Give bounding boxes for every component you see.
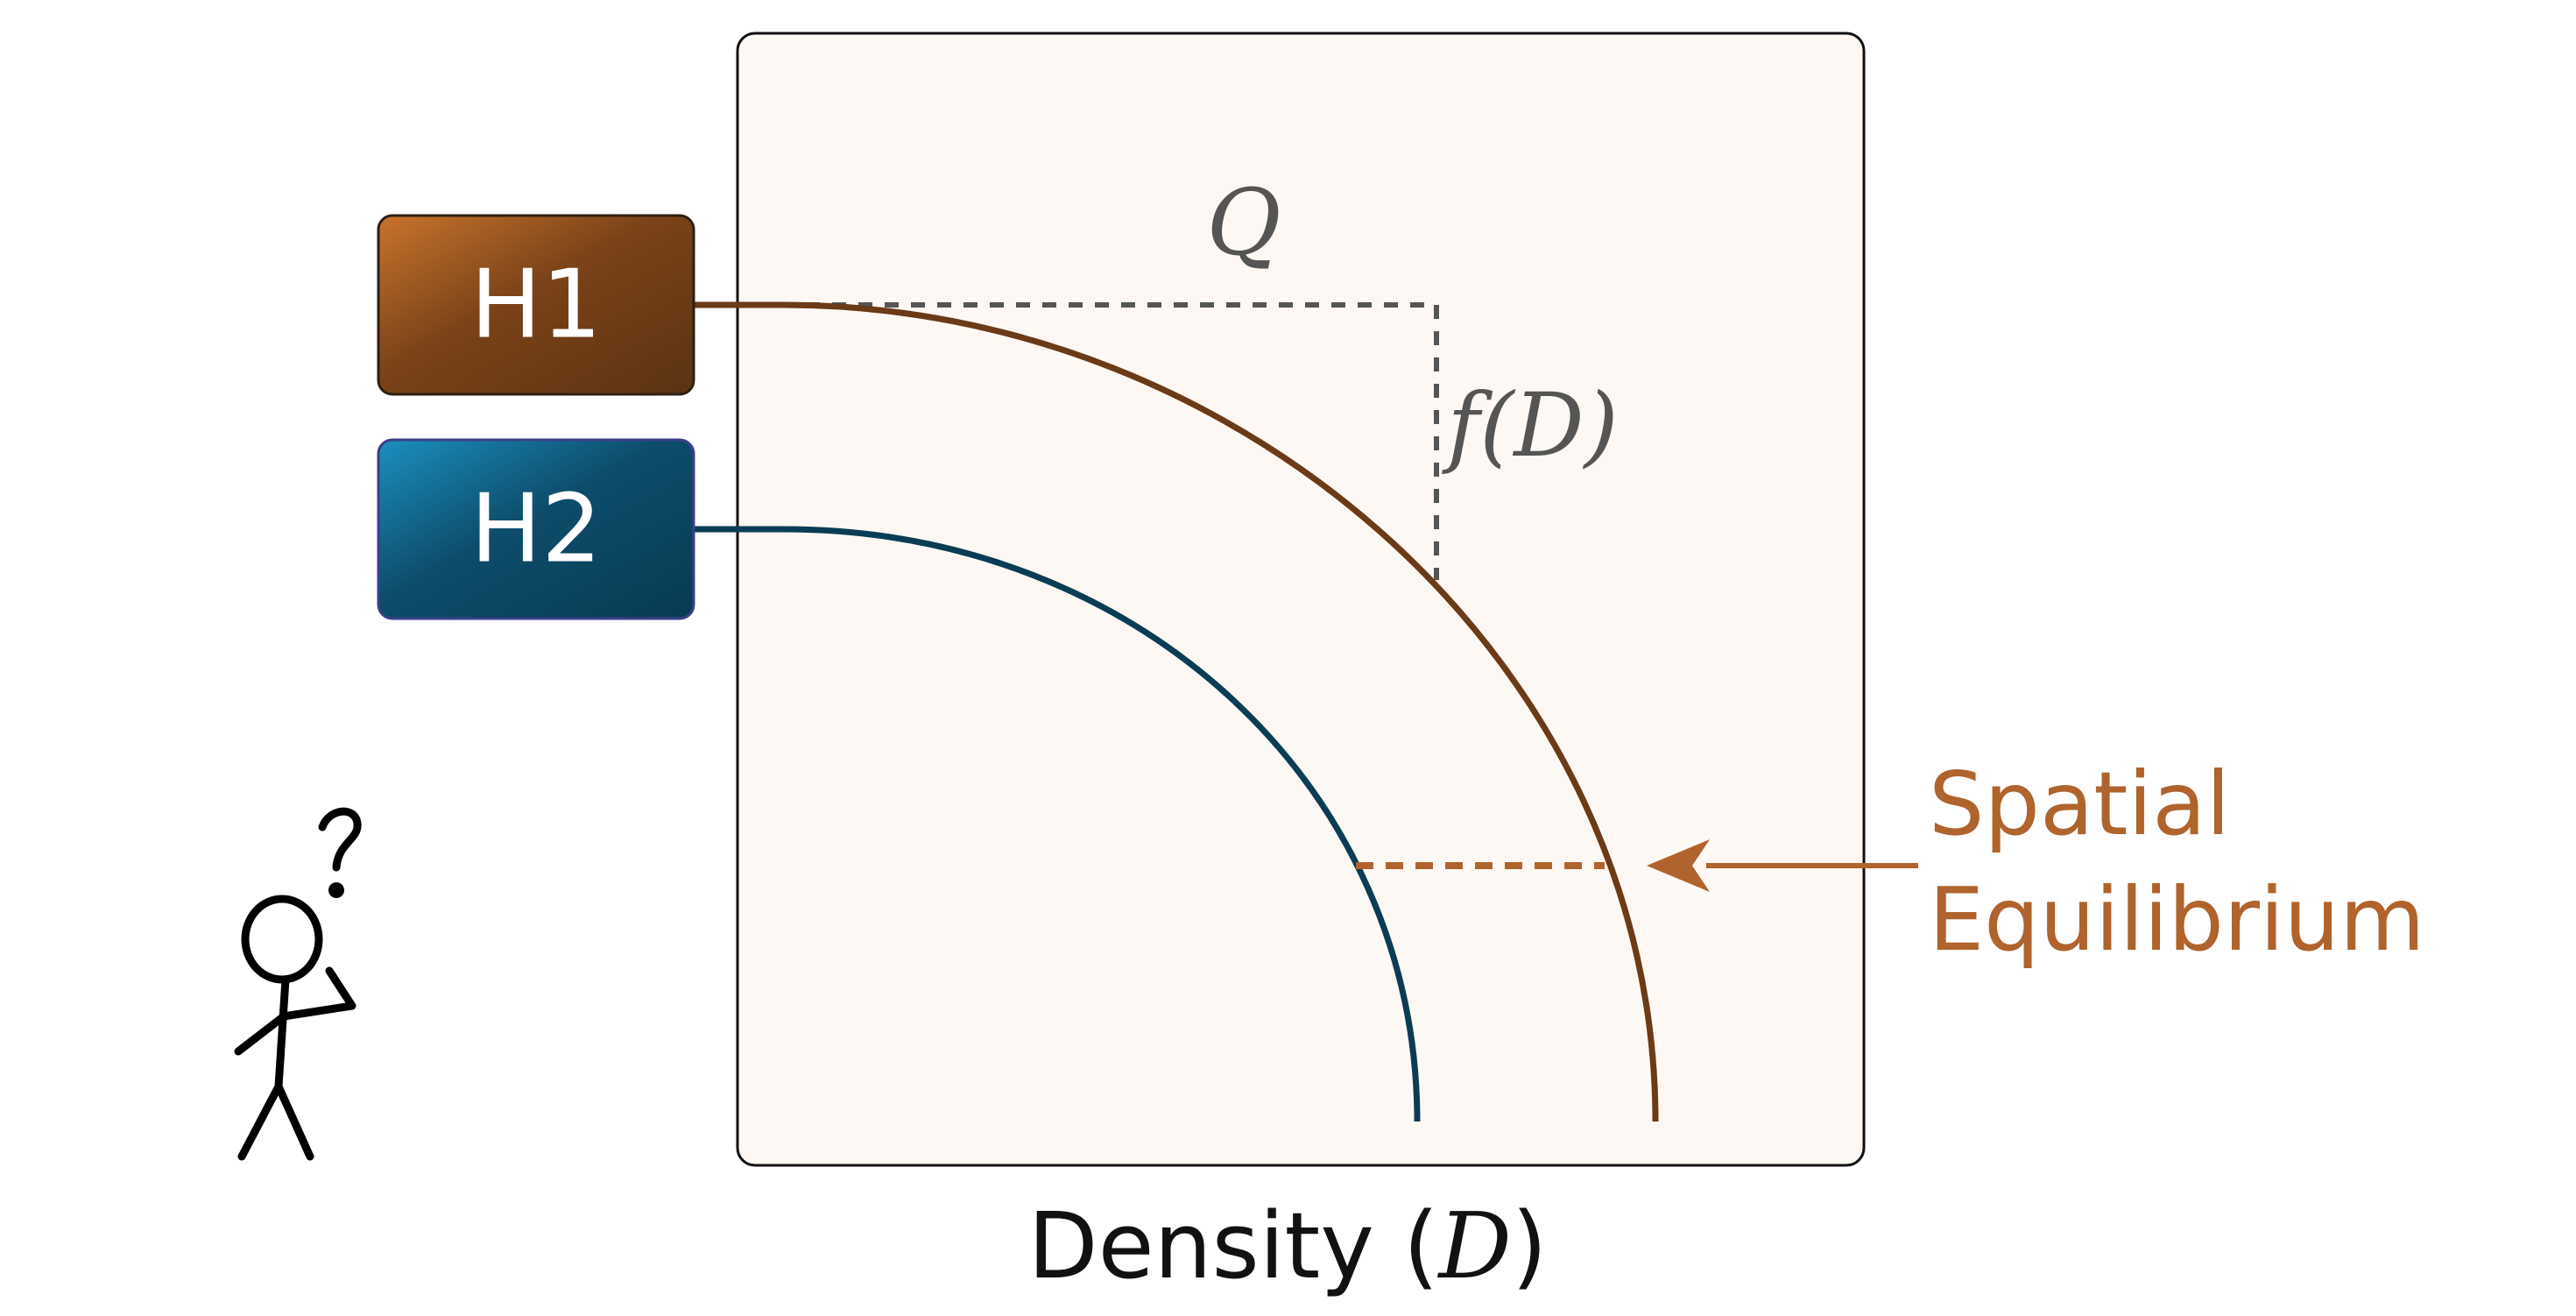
- q-label: Q: [1206, 169, 1281, 276]
- h1-box: H1: [377, 214, 695, 396]
- x-axis-var: D: [1437, 1192, 1512, 1299]
- equilibrium-arrow-head-icon: [1647, 839, 1710, 892]
- h1-curve: [783, 301, 1659, 1122]
- plot-panel: [736, 32, 1866, 1167]
- f-of-d-label: f(D): [1441, 374, 1618, 477]
- question-mark-dot-icon: [328, 882, 344, 898]
- annotation-line-1: Spatial: [1929, 753, 2230, 855]
- h1-label: H1: [470, 251, 602, 360]
- confused-stick-figure-icon: [234, 807, 362, 1161]
- annotation-line-2: Equilibrium: [1929, 868, 2425, 971]
- x-axis-label: Density (D): [1028, 1192, 1548, 1299]
- x-axis-suffix: ): [1512, 1192, 1548, 1299]
- h2-box: H2: [377, 438, 695, 620]
- x-axis-prefix: Density (: [1028, 1192, 1439, 1299]
- h2-curve: [783, 526, 1421, 1122]
- h2-label: H2: [470, 475, 602, 584]
